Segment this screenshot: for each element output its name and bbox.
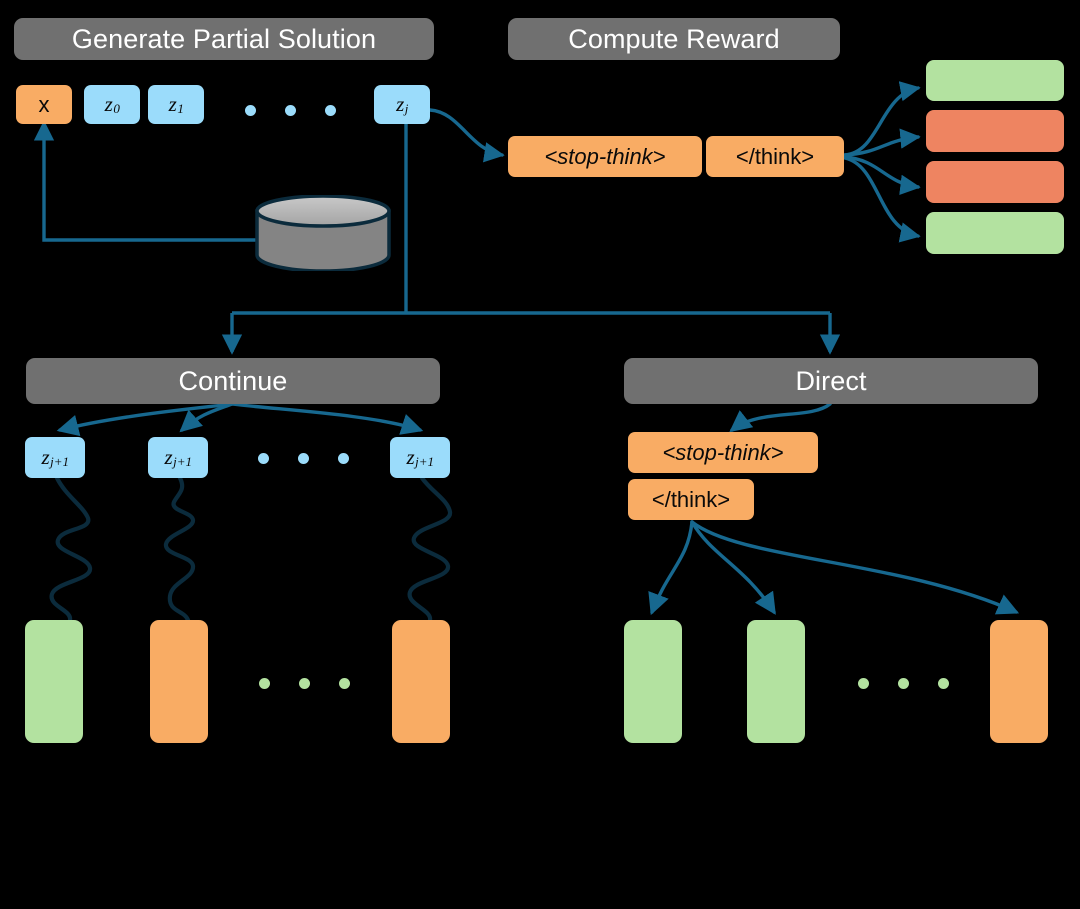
token-sub: j+1 (50, 453, 70, 469)
panel-header-label: Direct (795, 365, 867, 396)
feedback-loop-wire (33, 120, 257, 242)
tag-stop-think-top: <stop-think> (508, 136, 702, 177)
continue-token-ellipsis-dot (258, 453, 269, 464)
token-base: z (104, 92, 113, 116)
continue-rollout-ellipsis-dot (259, 678, 270, 689)
reward-bar-incorrect-2 (926, 161, 1064, 203)
panel-header-continue: Continue (26, 358, 440, 404)
continue-token-ellipsis-dot (338, 453, 349, 464)
direct-rollout-bar-2 (747, 620, 805, 743)
reward-bar-correct-1 (926, 60, 1064, 101)
token-base: z (164, 445, 173, 469)
token-sub: j+1 (415, 453, 435, 469)
token-sub: 1 (177, 100, 184, 116)
tag-end-think-direct: </think> (628, 479, 754, 520)
tag-label: </think> (651, 486, 731, 512)
token-base: z (396, 92, 405, 116)
tag-stop-think-direct: <stop-think> (628, 432, 818, 473)
zj-to-stopthink-wire (428, 108, 505, 163)
sequence-ellipsis-dot (325, 105, 336, 116)
direct-rollout-ellipsis-dot (858, 678, 869, 689)
token-base: z (41, 445, 50, 469)
continue-rollout-ellipsis-dot (299, 678, 310, 689)
token-base: z (406, 445, 415, 469)
reward-bar-correct-2 (926, 212, 1064, 254)
tag-label: <stop-think> (662, 439, 784, 465)
panel-header-direct: Direct (624, 358, 1038, 404)
token-input-x: x (16, 85, 72, 124)
replay-buffer-cylinder (255, 194, 391, 273)
tag-end-think-top: </think> (706, 136, 844, 177)
continue-rollout-ellipsis-dot (339, 678, 350, 689)
direct-fanout-wires (648, 520, 1020, 616)
token-sub: j+1 (173, 453, 193, 469)
direct-rollout-bar-1 (624, 620, 682, 743)
reward-fanout-wires (843, 81, 921, 243)
direct-rollout-ellipsis-dot (898, 678, 909, 689)
continue-rollout-bar-1 (25, 620, 83, 743)
token-sub: 0 (113, 100, 120, 116)
panel-header-label: Continue (178, 365, 288, 396)
sequence-ellipsis-dot (285, 105, 296, 116)
panel-header-label: Generate Partial Solution (71, 23, 377, 54)
direct-to-stopthink-wire (729, 402, 832, 433)
tag-label: <stop-think> (544, 143, 666, 169)
continue-rollout-squiggles (49, 475, 453, 623)
continue-fanout-wires (56, 402, 424, 437)
sequence-ellipsis-dot (245, 105, 256, 116)
panel-header-compute-reward: Compute Reward (508, 18, 840, 60)
reward-bar-incorrect-1 (926, 110, 1064, 152)
token-base: z (168, 92, 177, 116)
direct-rollout-bar-3 (990, 620, 1048, 743)
token-label: x (38, 91, 50, 117)
panel-header-generate-partial-solution: Generate Partial Solution (14, 18, 434, 60)
panel-header-label: Compute Reward (568, 23, 780, 54)
token-sub: j (404, 100, 409, 116)
direct-rollout-ellipsis-dot (938, 678, 949, 689)
continue-rollout-bar-3 (392, 620, 450, 743)
continue-token-ellipsis-dot (298, 453, 309, 464)
continue-rollout-bar-2 (150, 620, 208, 743)
tag-label: </think> (735, 143, 815, 169)
